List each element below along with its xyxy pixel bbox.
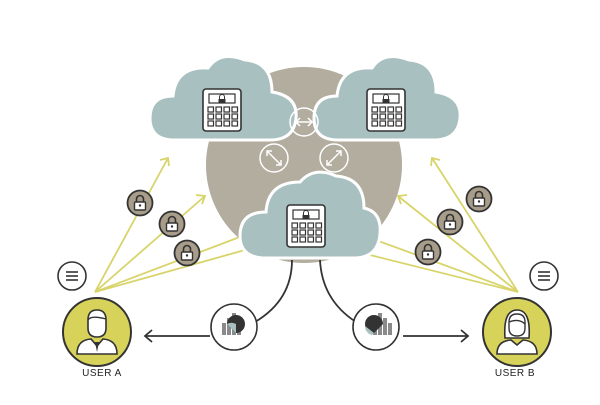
padlock-icon xyxy=(436,208,464,236)
padlock-icon xyxy=(173,239,201,267)
pie-bar-chart-icon xyxy=(210,303,258,351)
diagonal-arrows-icon xyxy=(319,143,349,173)
padlock-icon xyxy=(414,238,442,266)
cloud-top-left xyxy=(148,54,298,142)
user-b-label: USER B xyxy=(494,368,536,379)
diagonal-arrows-icon xyxy=(259,143,289,173)
share-lines xyxy=(94,157,519,293)
data-flow-lines xyxy=(143,259,470,343)
cloud-bottom-center xyxy=(238,170,382,260)
user-a-avatar xyxy=(62,297,132,367)
bidirectional-arrows-icon xyxy=(289,107,319,137)
cloud-top-right xyxy=(312,54,462,142)
document-list-icon xyxy=(57,261,87,291)
document-list-icon xyxy=(529,261,559,291)
vault-keypad-icon xyxy=(286,204,326,248)
padlock-icon xyxy=(158,210,186,238)
padlock-icon xyxy=(465,185,493,213)
user-b-avatar xyxy=(482,297,552,367)
vault-keypad-icon xyxy=(202,88,242,132)
vault-keypad-icon xyxy=(366,88,406,132)
pie-bar-chart-icon xyxy=(352,303,400,351)
user-a-label: USER A xyxy=(82,368,122,379)
padlock-icon xyxy=(126,189,154,217)
